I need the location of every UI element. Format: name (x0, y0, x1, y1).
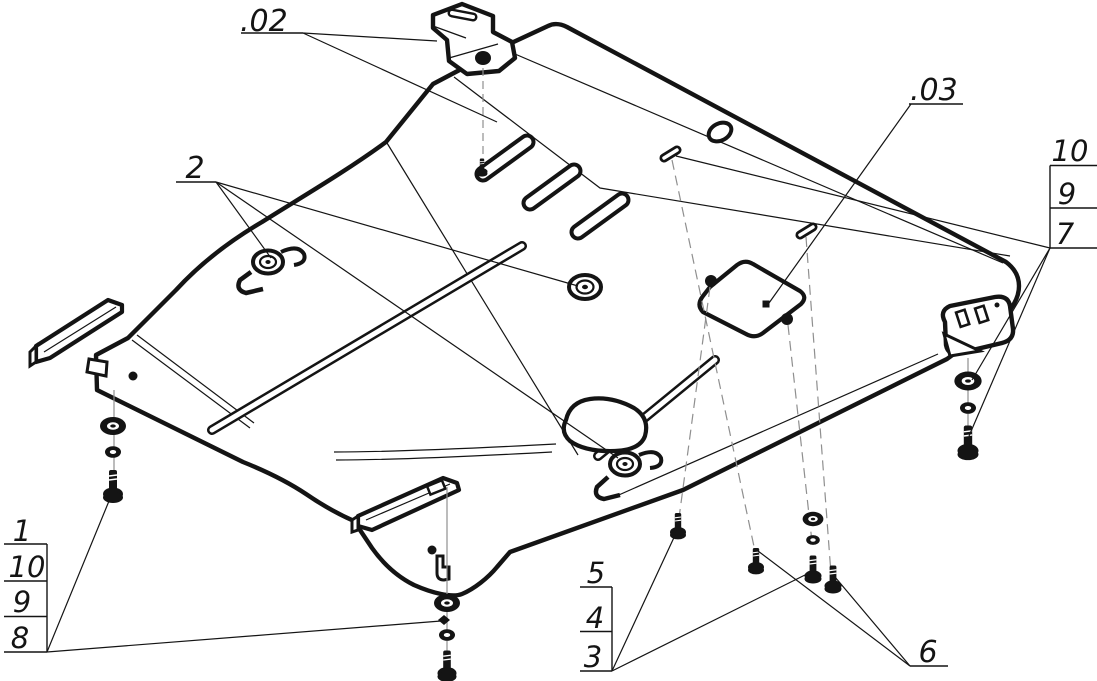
washer-icon (802, 511, 824, 527)
callout-table-lines (4, 32, 1097, 672)
vent-slot (569, 191, 631, 241)
bolt-slots (659, 145, 818, 240)
callout-center-row: 5 (587, 556, 605, 590)
mounting-bracket (430, 1, 518, 77)
callout-hatch-label: .03 (910, 73, 958, 108)
bottom-mounting-bar (350, 475, 462, 535)
callout-labels: .02 2 .03 10 9 7 1 10 9 8 5 4 3 6 (9, 4, 1089, 674)
oval-hole (706, 120, 734, 144)
left-wing-hole (128, 371, 138, 381)
left-wing-slot (85, 357, 109, 378)
access-hatch (697, 259, 807, 339)
callout-left-row: 1 (13, 514, 31, 548)
callout-bolts-label: 6 (918, 635, 937, 670)
callout-right-row: 7 (1056, 217, 1075, 251)
vent-slot (474, 133, 536, 183)
drain-cutout (561, 396, 649, 454)
leader-lines (46, 32, 1051, 672)
lock-washer-icon (960, 402, 976, 414)
callout-left-row: 9 (13, 585, 31, 619)
callout-right-row: 10 (1052, 134, 1089, 168)
vent-slots (474, 133, 631, 241)
bolt-icon (102, 469, 124, 504)
bolt-icon (436, 649, 458, 681)
bolt-icon (669, 512, 687, 540)
bracket-slot (447, 8, 478, 22)
callout-center-row: 3 (584, 640, 602, 674)
bolt-icon (823, 564, 843, 595)
bottom-hardware-stack (434, 594, 460, 681)
skid-plate-body (93, 22, 1022, 598)
lock-washer-icon (439, 629, 455, 641)
bolt-slot (659, 145, 682, 163)
vent-slot (521, 162, 583, 212)
callout-clamp-label: 2 (185, 151, 204, 186)
callout-left-row: 8 (11, 621, 29, 655)
washer-icon (954, 371, 982, 391)
callout-right-row: 9 (1058, 177, 1076, 211)
lock-washer-icon (806, 535, 820, 545)
fastener-group-6 (802, 511, 843, 595)
left-mounting-bar (28, 297, 125, 369)
callout-center-row: 4 (586, 601, 604, 635)
bracket-hole (475, 51, 491, 65)
bottom-wing-hole (427, 545, 437, 555)
right-mounting-ear (940, 294, 1016, 358)
washer-icon (100, 417, 126, 435)
hatch-target-marker (762, 300, 770, 308)
callout-left-row: 10 (9, 550, 46, 584)
left-hardware-stack (100, 417, 126, 504)
fold-lines (131, 50, 1011, 499)
leader-arrow-diamond (438, 615, 450, 625)
callout-bracket-label: .02 (240, 4, 288, 39)
hatch-bolt-dot (781, 313, 793, 325)
center-grommet (567, 273, 603, 301)
hatch-bolt-dot (705, 275, 717, 287)
lock-washer-icon (105, 446, 121, 458)
bolt-slot (795, 222, 818, 240)
plate-outline (93, 22, 1022, 598)
bar-slot (425, 478, 447, 497)
washer-icon (434, 594, 460, 612)
left-clamp (236, 246, 307, 296)
bolt-icon (747, 547, 765, 575)
bolt-icon (803, 554, 823, 585)
bolt-icon (956, 424, 980, 461)
